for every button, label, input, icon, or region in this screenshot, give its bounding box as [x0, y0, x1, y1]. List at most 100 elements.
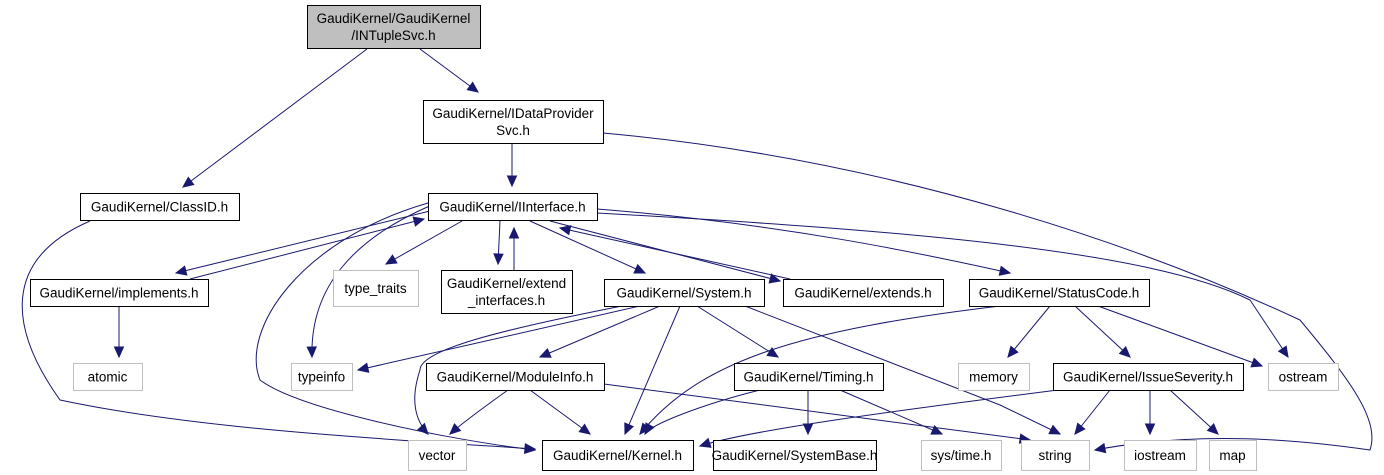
arrowhead-icon	[644, 422, 655, 436]
arrowhead-icon	[506, 175, 518, 188]
nodes-layer: GaudiKernel/GaudiKernel/INTupleSvc.hGaud…	[30, 5, 1339, 471]
node-label: memory	[969, 370, 1018, 385]
arrowhead-icon	[1277, 345, 1289, 359]
arrowhead-icon	[1118, 345, 1131, 358]
node-box	[604, 279, 765, 307]
arrowhead-icon	[768, 273, 782, 284]
arrowhead-icon	[1007, 345, 1019, 358]
node-typeinfo: typeinfo	[291, 363, 353, 391]
edge-line	[419, 48, 479, 93]
edge-intuplesvc-to-idataprovidersvc	[419, 48, 479, 93]
arrowhead-icon	[1048, 424, 1062, 435]
node-box	[783, 279, 944, 307]
arrowhead-icon	[1074, 422, 1086, 435]
edge-iinterface-to-statuscode	[596, 208, 1012, 276]
edge-line	[385, 220, 463, 265]
edge-line	[696, 305, 779, 358]
edge-line	[639, 305, 1001, 435]
edge-extends-to-iinterface	[558, 225, 791, 280]
node-label: GaudiKernel/Kernel.h	[553, 448, 682, 463]
node-label: string	[1038, 448, 1071, 463]
node-extends[interactable]: GaudiKernel/extends.h	[783, 279, 944, 307]
edge-issueseverity-to-kernel	[698, 389, 1059, 448]
arrowhead-icon	[449, 423, 462, 435]
edge-system-to-kernel	[624, 305, 681, 436]
node-box	[542, 440, 694, 471]
edge-idataprovidersvc-to-iinterface	[506, 143, 518, 188]
node-label: type_traits	[344, 281, 407, 296]
arrowhead-icon	[416, 422, 429, 435]
edge-intuplesvc-to-classid	[182, 48, 368, 188]
node-box	[428, 193, 598, 221]
node-label: GaudiKernel/extends.h	[794, 286, 931, 301]
node-label: GaudiKernel/StatusCode.h	[979, 286, 1140, 301]
node-box	[426, 363, 605, 391]
arrowhead-icon	[182, 176, 195, 188]
node-box	[1021, 440, 1090, 471]
edge-line	[559, 227, 791, 280]
edge-iinterface-to-ostream	[596, 212, 1289, 359]
node-label: map	[1219, 448, 1245, 463]
node-systembase[interactable]: GaudiKernel/SystemBase.h	[712, 440, 878, 471]
arrowhead-icon	[998, 265, 1012, 276]
edge-line	[414, 305, 623, 435]
edge-iinterface-to-implements	[174, 210, 431, 276]
node-statuscode[interactable]: GaudiKernel/StatusCode.h	[969, 279, 1150, 307]
edge-system-to-timing	[696, 305, 780, 358]
edge-issueseverity-to-string	[1074, 389, 1111, 435]
edge-line	[624, 305, 681, 435]
node-label: GaudiKernel/implements.h	[39, 286, 198, 301]
node-type_traits: type_traits	[333, 270, 419, 307]
edge-line	[182, 48, 368, 188]
node-intuplesvc[interactable]: GaudiKernel/GaudiKernel/INTupleSvc.h	[307, 5, 481, 49]
edge-timing-to-systembase	[802, 390, 814, 436]
arrowhead-icon	[930, 424, 944, 435]
node-implements[interactable]: GaudiKernel/implements.h	[30, 279, 209, 307]
node-systime: sys/time.h	[921, 440, 1002, 471]
node-label: GaudiKernel/extend	[447, 276, 566, 291]
node-iinterface[interactable]: GaudiKernel/IInterface.h	[428, 193, 598, 221]
edge-system-to-moduleinfo	[538, 305, 661, 358]
arrowhead-icon	[493, 253, 504, 266]
node-box	[958, 363, 1030, 391]
node-box	[423, 100, 604, 144]
node-label: sys/time.h	[931, 448, 992, 463]
node-label: GaudiKernel/IInterface.h	[439, 200, 585, 215]
node-box	[80, 193, 240, 221]
edge-system-to-vector	[414, 305, 623, 435]
edge-system-to-typeinfo	[356, 305, 641, 373]
node-box	[333, 270, 419, 307]
edge-line	[529, 220, 646, 274]
node-extend_interfaces[interactable]: GaudiKernel/extend_interfaces.h	[441, 270, 573, 314]
edge-line	[175, 210, 431, 274]
edge-iinterface-to-kernel	[255, 202, 537, 455]
arrowhead-icon	[1144, 423, 1156, 436]
node-box	[408, 440, 467, 471]
edges-layer	[21, 48, 1373, 455]
node-label: iostream	[1134, 448, 1186, 463]
node-classid[interactable]: GaudiKernel/ClassID.h	[80, 193, 240, 221]
node-box	[969, 279, 1150, 307]
arrowhead-icon	[306, 346, 317, 359]
node-label: ostream	[1279, 370, 1328, 385]
edge-line	[311, 204, 433, 358]
node-box	[291, 363, 353, 391]
arrowhead-icon	[766, 346, 780, 358]
node-box	[73, 363, 143, 391]
arrowhead-icon	[538, 348, 552, 358]
edge-moduleinfo-to-kernel	[529, 389, 591, 435]
node-moduleinfo[interactable]: GaudiKernel/ModuleInfo.h	[426, 363, 605, 391]
edge-idataprovidersvc-to-string	[602, 132, 1373, 454]
edge-line	[596, 212, 1289, 358]
edge-statuscode-to-ostream	[1097, 305, 1264, 368]
node-issueseverity[interactable]: GaudiKernel/IssueSeverity.h	[1053, 363, 1244, 391]
node-system[interactable]: GaudiKernel/System.h	[604, 279, 765, 307]
node-timing[interactable]: GaudiKernel/Timing.h	[734, 363, 884, 391]
node-label: typeinfo	[298, 370, 345, 385]
node-label: GaudiKernel/ModuleInfo.h	[437, 370, 594, 385]
edge-line	[189, 218, 425, 280]
node-kernel[interactable]: GaudiKernel/Kernel.h	[542, 440, 694, 471]
node-label: /INTupleSvc.h	[351, 28, 435, 43]
